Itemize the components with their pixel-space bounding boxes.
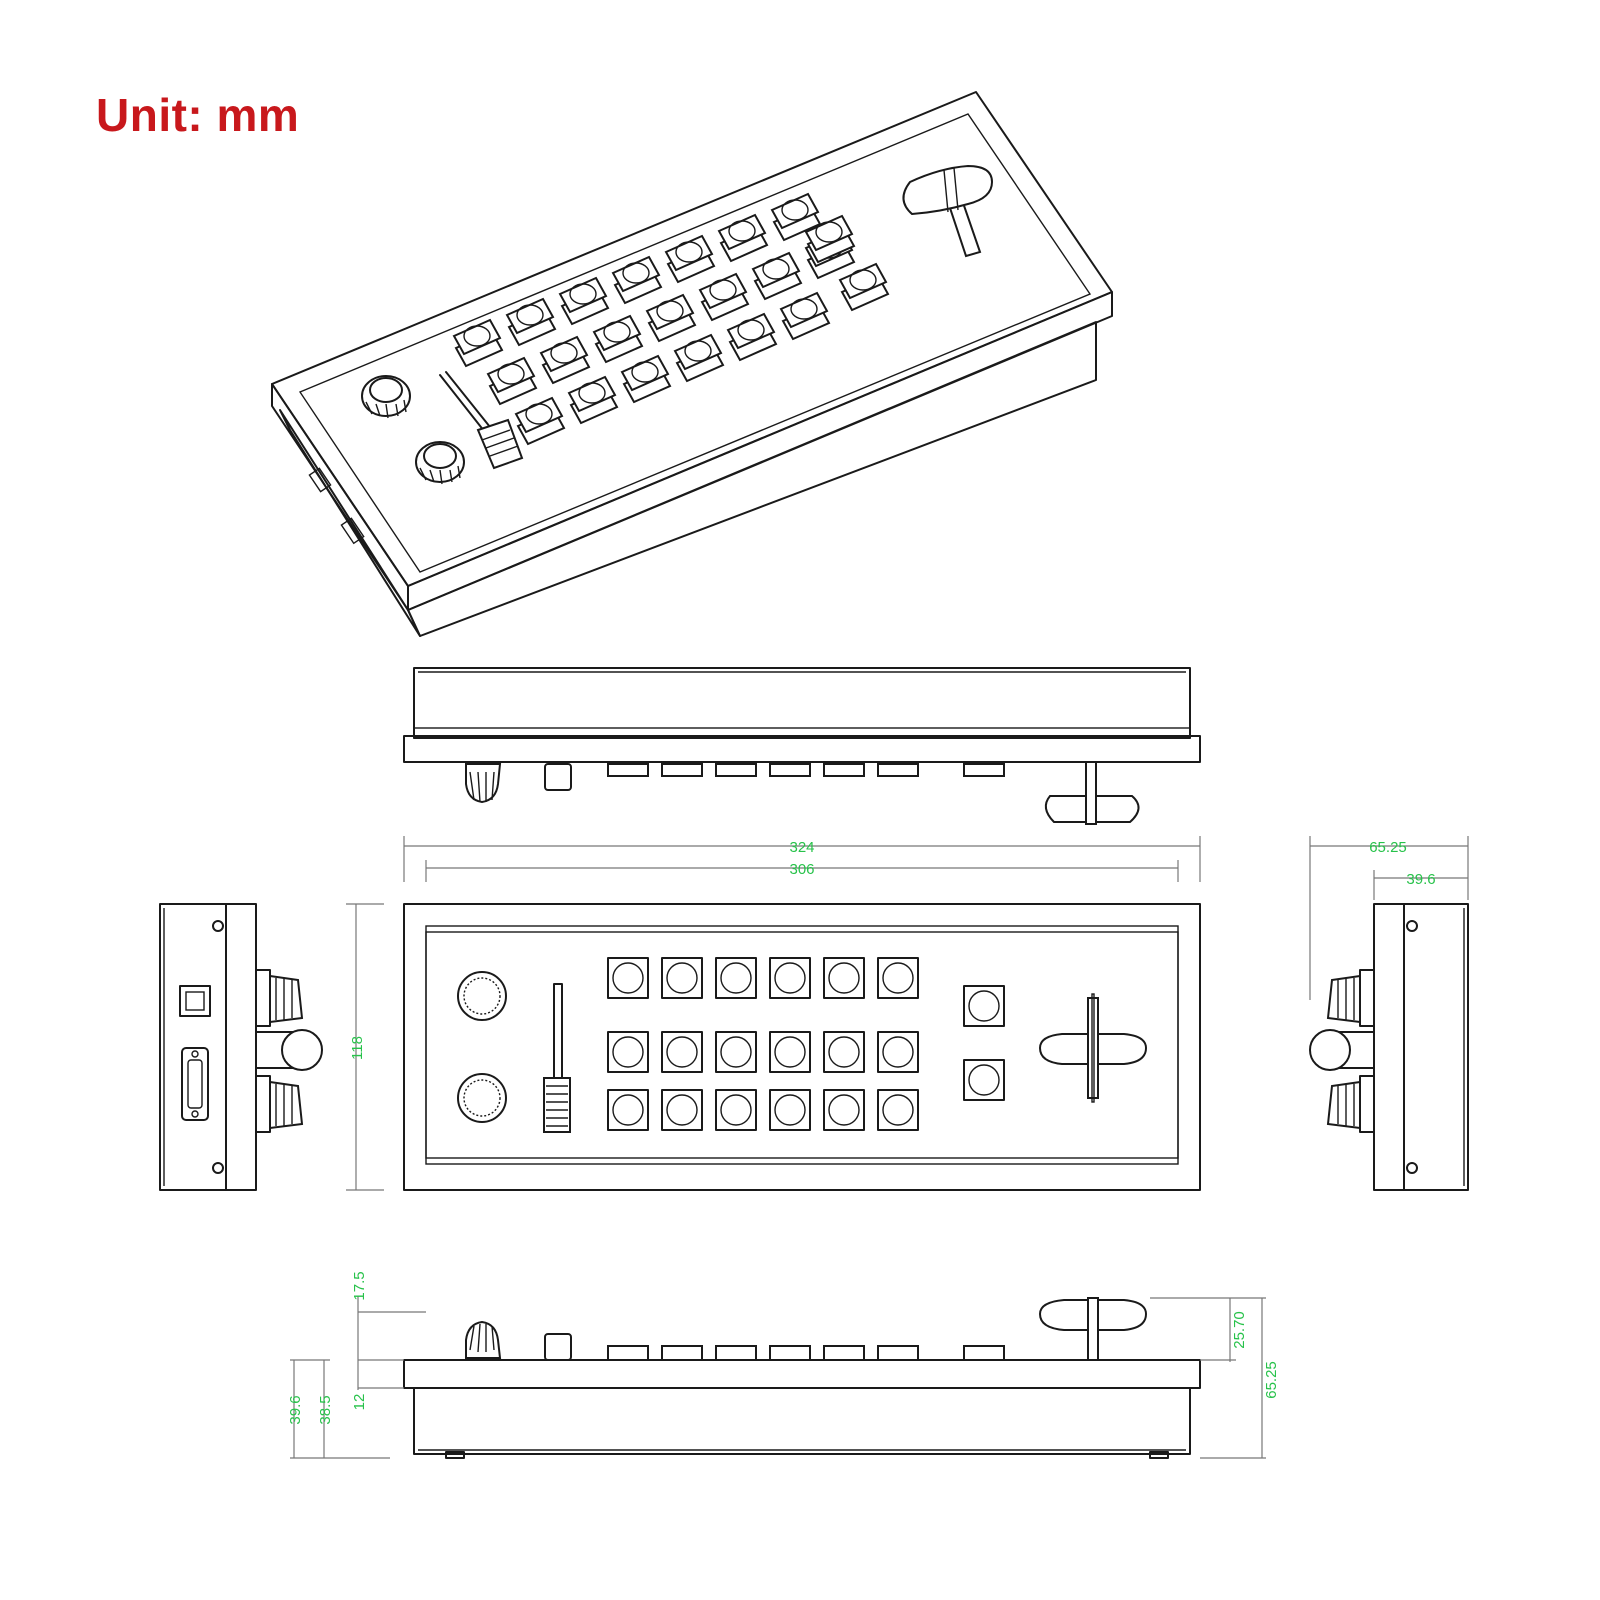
iso-button — [452, 318, 504, 368]
iso-tbar — [902, 164, 994, 258]
dim-joystick-height: 25.70 — [1231, 1311, 1248, 1349]
isometric-view — [271, 91, 1113, 637]
serial-port-icon — [181, 1047, 209, 1121]
bottom-view — [403, 1297, 1201, 1459]
button-cap — [715, 1345, 757, 1361]
button-cap — [607, 763, 649, 777]
button-cap — [963, 763, 1005, 777]
iso-button — [804, 214, 856, 264]
iso-button — [698, 272, 750, 322]
left-knob-1 — [255, 969, 304, 1027]
dim-knob-height: 17.5 — [351, 1271, 368, 1300]
top-button — [823, 1089, 865, 1131]
button-cap — [823, 763, 865, 777]
top-button — [877, 957, 919, 999]
top-button — [607, 1089, 649, 1131]
top-button — [877, 1031, 919, 1073]
iso-fader — [439, 371, 524, 470]
top-view — [403, 903, 1201, 1191]
right-knob-1 — [1326, 969, 1375, 1027]
unit-title: Unit: mm — [96, 89, 300, 141]
button-cap — [661, 1345, 703, 1361]
iso-button — [770, 192, 822, 242]
iso-button — [717, 213, 769, 263]
top-fader — [543, 983, 571, 1133]
iso-button — [673, 333, 725, 383]
dim-body-height-outer: 39.6 — [287, 1395, 304, 1424]
top-side-button — [963, 985, 1005, 1027]
left-tbar — [255, 1029, 323, 1071]
iso-button — [514, 396, 566, 446]
front-view — [403, 667, 1201, 825]
dimension-lines — [290, 836, 1469, 1459]
top-button — [823, 1031, 865, 1073]
dim-depth: 118 — [349, 1036, 366, 1060]
bottom-knob — [465, 1320, 502, 1359]
top-button — [607, 957, 649, 999]
top-button — [715, 1031, 757, 1073]
dim-body-height-inner: 38.5 — [317, 1395, 334, 1424]
iso-button — [539, 335, 591, 385]
right-side-view — [1309, 903, 1469, 1191]
iso-button — [611, 255, 663, 305]
iso-knob-2 — [415, 441, 465, 485]
button-cap — [607, 1345, 649, 1361]
iso-button — [620, 354, 672, 404]
iso-button — [838, 262, 890, 312]
iso-button — [664, 234, 716, 284]
dim-side-inner: 39.6 — [1406, 871, 1435, 888]
top-side-button — [963, 1059, 1005, 1101]
iso-button — [567, 375, 619, 425]
button-cap — [963, 1345, 1005, 1361]
top-button — [715, 1089, 757, 1131]
bottom-tbar — [1038, 1297, 1148, 1361]
iso-button — [645, 293, 697, 343]
iso-button — [726, 312, 778, 362]
top-button — [769, 957, 811, 999]
left-side-view — [159, 903, 323, 1191]
dim-frame-thickness: 12 — [351, 1394, 368, 1411]
iso-button — [505, 297, 557, 347]
top-knob-1 — [457, 971, 507, 1021]
button-cap — [877, 1345, 919, 1361]
front-knob — [465, 763, 502, 804]
button-cap — [661, 763, 703, 777]
dim-inner-length: 306 — [789, 861, 814, 878]
dim-overall-length: 324 — [789, 839, 814, 856]
iso-button — [592, 314, 644, 364]
button-cap — [715, 763, 757, 777]
dimension-labels: 324 306 118 65.25 39.6 17.5 12 39.6 38.5… — [287, 839, 1436, 1425]
dim-side-depth: 65.25 — [1369, 839, 1407, 856]
top-button — [715, 957, 757, 999]
top-button — [823, 957, 865, 999]
button-cap — [769, 763, 811, 777]
button-cap — [877, 763, 919, 777]
top-button — [769, 1089, 811, 1131]
iso-button — [486, 356, 538, 406]
top-button — [661, 1031, 703, 1073]
front-tbar — [1044, 761, 1140, 825]
bottom-fader-cap — [544, 1333, 572, 1361]
top-button — [661, 1089, 703, 1131]
iso-button — [558, 276, 610, 326]
dim-total-height: 65.25 — [1263, 1361, 1280, 1399]
top-knob-2 — [457, 1073, 507, 1123]
iso-button — [779, 291, 831, 341]
front-fader-cap — [544, 763, 572, 791]
button-cap — [823, 1345, 865, 1361]
top-button — [661, 957, 703, 999]
left-knob-2 — [255, 1075, 304, 1133]
button-cap — [769, 1345, 811, 1361]
top-button — [607, 1031, 649, 1073]
usb-port-icon — [179, 985, 211, 1017]
iso-button — [751, 251, 803, 301]
top-button — [769, 1031, 811, 1073]
right-tbar — [1309, 1029, 1375, 1071]
top-button — [877, 1089, 919, 1131]
right-knob-2 — [1326, 1075, 1375, 1133]
iso-knob-1 — [361, 375, 411, 419]
top-tbar — [1038, 993, 1148, 1103]
